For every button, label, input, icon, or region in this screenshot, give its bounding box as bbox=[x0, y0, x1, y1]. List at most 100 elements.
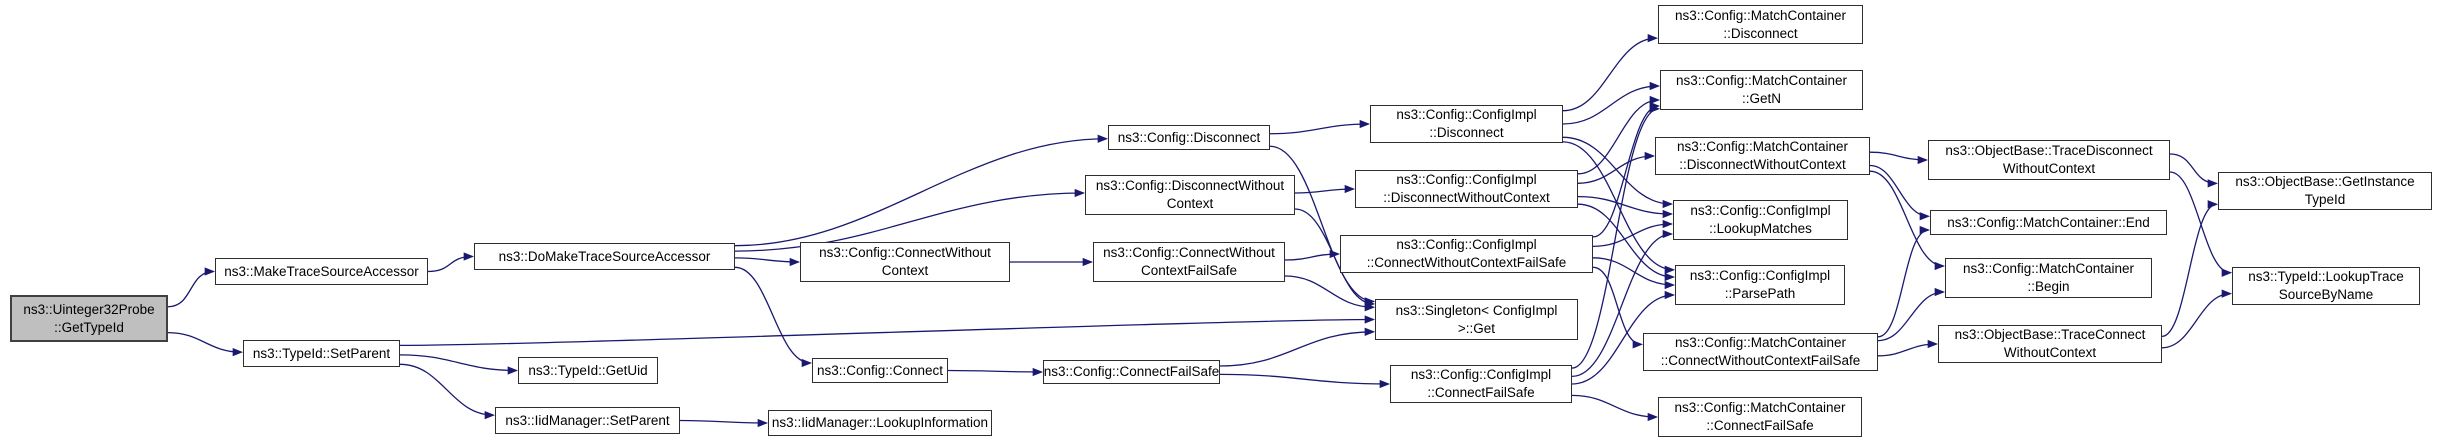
node-label: ns3::Config::ConfigImpl ::ConnectFailSaf… bbox=[1410, 367, 1552, 400]
node-label: ns3::Config::ConfigImpl ::DisconnectWith… bbox=[1383, 172, 1550, 205]
edge-configimpl-connectfailsafe-to-configimpl-lookupmatches bbox=[1571, 229, 1674, 378]
node-label: ns3::Config::MatchContainer ::GetN bbox=[1675, 73, 1848, 106]
edge-matchcontainer-disconnectwithoutcontext-to-matchcontainer-begin bbox=[1869, 170, 1946, 271]
node-matchcontainer-end[interactable]: ns3::Config::MatchContainer::End bbox=[1930, 210, 2167, 235]
node-config-connectfailsafe[interactable]: ns3::Config::ConnectFailSafe bbox=[1043, 360, 1220, 384]
edge-typeid-setparent-to-iidmanager-setparent bbox=[399, 363, 496, 420]
node-matchcontainer-disconnectwithoutcontext[interactable]: ns3::Config::MatchContainer ::Disconnect… bbox=[1655, 137, 1870, 175]
node-label: ns3::Config::ConnectWithout Context bbox=[819, 245, 991, 278]
node-label: ns3::Config::DisconnectWithout Context bbox=[1095, 178, 1285, 211]
edge-configimpl-connectwithoutcontextfailsafe-to-matchcontainer-getn bbox=[1592, 101, 1661, 238]
node-label: ns3::TypeId::SetParent bbox=[252, 345, 391, 361]
node-label: ns3::IidManager::SetParent bbox=[505, 412, 670, 428]
edge-config-connectfailsafe-to-configimpl-connectfailsafe bbox=[1219, 373, 1391, 389]
node-label: ns3::Config::MatchContainer::End bbox=[1947, 214, 2150, 230]
edge-iidmanager-setparent-to-iidmanager-lookupinformation bbox=[679, 418, 769, 428]
node-typeid-setparent[interactable]: ns3::TypeId::SetParent bbox=[243, 340, 400, 367]
edge-configimpl-connectwithoutcontextfailsafe-to-matchcontainer-connectwithoutcontextfailsafe bbox=[1592, 266, 1644, 349]
edge-configimpl-disconnectwithoutcontext-to-configimpl-parsepath bbox=[1577, 203, 1676, 282]
edge-domaketracesourceaccessor-to-config-disconnect bbox=[734, 134, 1109, 247]
node-matchcontainer-disconnect[interactable]: ns3::Config::MatchContainer ::Disconnect bbox=[1658, 5, 1863, 44]
node-domaketracesourceaccessor[interactable]: ns3::DoMakeTraceSourceAccessor bbox=[474, 243, 735, 270]
node-objectbase-traceconnectwithoutcontext[interactable]: ns3::ObjectBase::TraceConnect WithoutCon… bbox=[1938, 325, 2162, 363]
node-label: ns3::Config::ConnectWithout ContextFailS… bbox=[1103, 245, 1275, 278]
node-config-connectwithoutcontext[interactable]: ns3::Config::ConnectWithout Context bbox=[800, 242, 1010, 282]
node-label: ns3::ObjectBase::TraceDisconnect Without… bbox=[1945, 143, 2153, 176]
edge-configimpl-connectfailsafe-to-matchcontainer-connectfailsafe bbox=[1571, 394, 1659, 422]
node-maketracesourceaccessor[interactable]: ns3::MakeTraceSourceAccessor bbox=[215, 258, 428, 285]
edge-matchcontainer-connectwithoutcontextfailsafe-to-matchcontainer-end bbox=[1877, 225, 1931, 338]
node-label: ns3::Config::ConfigImpl ::LookupMatches bbox=[1690, 203, 1831, 236]
edge-domaketracesourceaccessor-to-config-disconnectwithoutcontext bbox=[734, 188, 1086, 252]
edge-config-disconnect-to-configimpl-disconnect bbox=[1269, 119, 1371, 135]
node-label: ns3::ObjectBase::TraceConnect WithoutCon… bbox=[1954, 327, 2146, 360]
node-config-connect[interactable]: ns3::Config::Connect bbox=[812, 358, 948, 383]
edge-config-connectfailsafe-to-singleton-get bbox=[1219, 327, 1376, 367]
node-label: ns3::Config::Connect bbox=[816, 362, 944, 378]
node-configimpl-parsepath[interactable]: ns3::Config::ConfigImpl ::ParsePath bbox=[1675, 265, 1845, 305]
node-label: ns3::Config::MatchContainer ::Disconnect… bbox=[1676, 139, 1849, 172]
edge-maketracesourceaccessor-to-domaketracesourceaccessor bbox=[427, 252, 475, 273]
node-matchcontainer-connectfailsafe[interactable]: ns3::Config::MatchContainer ::ConnectFai… bbox=[1658, 397, 1862, 437]
edge-configimpl-connectwithoutcontextfailsafe-to-configimpl-parsepath bbox=[1592, 257, 1676, 290]
edge-matchcontainer-disconnectwithoutcontext-to-matchcontainer-end bbox=[1869, 164, 1931, 221]
node-label: ns3::ObjectBase::GetInstance TypeId bbox=[2235, 174, 2415, 207]
edge-domaketracesourceaccessor-to-config-connectwithoutcontext bbox=[734, 257, 801, 267]
node-configimpl-connectwithoutcontextfailsafe[interactable]: ns3::Config::ConfigImpl ::ConnectWithout… bbox=[1340, 235, 1593, 273]
node-label: ns3::Uinteger32Probe ::GetTypeId bbox=[23, 301, 155, 335]
node-label: ns3::TypeId::LookupTrace SourceByName bbox=[2248, 269, 2404, 302]
node-label: ns3::Config::MatchContainer ::Disconnect bbox=[1674, 7, 1847, 41]
edge-typeid-setparent-to-singleton-get bbox=[399, 315, 1376, 347]
node-label: ns3::Config::ConnectFailSafe bbox=[1043, 364, 1220, 380]
node-matchcontainer-connectwithoutcontextfailsafe[interactable]: ns3::Config::MatchContainer ::ConnectWit… bbox=[1643, 333, 1878, 371]
edge-typeid-setparent-to-typeid-getuid bbox=[399, 354, 519, 375]
node-config-disconnectwithoutcontext[interactable]: ns3::Config::DisconnectWithout Context bbox=[1085, 175, 1295, 215]
edge-matchcontainer-connectwithoutcontextfailsafe-to-objectbase-traceconnectwithoutcontext bbox=[1877, 339, 1939, 357]
node-singleton-get[interactable]: ns3::Singleton< ConfigImpl >::Get bbox=[1375, 299, 1578, 340]
edge-config-disconnectwithoutcontext-to-configimpl-disconnectwithoutcontext bbox=[1294, 184, 1356, 194]
node-label: ns3::Singleton< ConfigImpl >::Get bbox=[1395, 302, 1558, 336]
edge-configimpl-disconnect-to-matchcontainer-disconnect bbox=[1562, 34, 1659, 112]
node-objectbase-getinstancetypeid[interactable]: ns3::ObjectBase::GetInstance TypeId bbox=[2218, 172, 2432, 210]
edge-config-connectwithoutcontextfailsafe-to-singleton-get bbox=[1284, 275, 1376, 312]
edge-configimpl-connectfailsafe-to-matchcontainer-getn bbox=[1571, 104, 1661, 369]
node-label: ns3::Config::MatchContainer ::ConnectFai… bbox=[1674, 400, 1846, 433]
node-label: ns3::Config::ConfigImpl ::ParsePath bbox=[1689, 268, 1831, 301]
node-objectbase-tracedisconnectwithoutcontext[interactable]: ns3::ObjectBase::TraceDisconnect Without… bbox=[1928, 140, 2170, 180]
node-configimpl-disconnect[interactable]: ns3::Config::ConfigImpl ::Disconnect bbox=[1370, 105, 1563, 143]
edge-objectbase-tracedisconnectwithoutcontext-to-objectbase-getinstancetypeid bbox=[2169, 153, 2219, 188]
node-label: ns3::Config::MatchContainer ::ConnectWit… bbox=[1660, 335, 1861, 368]
edge-configimpl-disconnectwithoutcontext-to-matchcontainer-disconnectwithoutcontext bbox=[1577, 151, 1656, 184]
edge-configimpl-disconnect-to-matchcontainer-getn bbox=[1562, 81, 1661, 125]
node-configimpl-lookupmatches[interactable]: ns3::Config::ConfigImpl ::LookupMatches bbox=[1673, 200, 1848, 240]
node-label: ns3::Config::ConfigImpl ::Disconnect bbox=[1396, 107, 1537, 140]
node-label: ns3::DoMakeTraceSourceAccessor bbox=[498, 248, 711, 264]
node-iidmanager-setparent[interactable]: ns3::IidManager::SetParent bbox=[495, 407, 680, 434]
node-label: ns3::Config::ConfigImpl ::ConnectWithout… bbox=[1366, 237, 1567, 270]
node-label: ns3::MakeTraceSourceAccessor bbox=[224, 263, 419, 279]
node-label: ns3::TypeId::GetUid bbox=[528, 362, 648, 378]
node-config-disconnect[interactable]: ns3::Config::Disconnect bbox=[1108, 125, 1270, 150]
node-typeid-lookuptracesourcebyname[interactable]: ns3::TypeId::LookupTrace SourceByName bbox=[2232, 267, 2420, 305]
edge-configimpl-disconnectwithoutcontext-to-matchcontainer-getn bbox=[1577, 95, 1661, 175]
node-label: ns3::Config::Disconnect bbox=[1117, 129, 1261, 145]
node-iidmanager-lookupinformation[interactable]: ns3::IidManager::LookupInformation bbox=[768, 410, 992, 436]
node-matchcontainer-begin[interactable]: ns3::Config::MatchContainer ::Begin bbox=[1945, 258, 2152, 298]
edge-matchcontainer-connectwithoutcontextfailsafe-to-matchcontainer-begin bbox=[1877, 287, 1946, 342]
edge-objectbase-traceconnectwithoutcontext-to-typeid-lookuptracesourcebyname bbox=[2161, 289, 2233, 349]
edge-configimpl-connectwithoutcontextfailsafe-to-configimpl-lookupmatches bbox=[1592, 219, 1674, 248]
node-typeid-getuid[interactable]: ns3::TypeId::GetUid bbox=[518, 357, 658, 384]
node-configimpl-disconnectwithoutcontext[interactable]: ns3::Config::ConfigImpl ::DisconnectWith… bbox=[1355, 170, 1578, 208]
node-config-connectwithoutcontextfailsafe[interactable]: ns3::Config::ConnectWithout ContextFailS… bbox=[1093, 242, 1285, 282]
edge-matchcontainer-disconnectwithoutcontext-to-objectbase-tracedisconnectwithoutcontext bbox=[1869, 151, 1929, 165]
edge-objectbase-traceconnectwithoutcontext-to-objectbase-getinstancetypeid bbox=[2161, 200, 2219, 338]
node-configimpl-connectfailsafe[interactable]: ns3::Config::ConfigImpl ::ConnectFailSaf… bbox=[1390, 365, 1572, 403]
node-matchcontainer-getn[interactable]: ns3::Config::MatchContainer ::GetN bbox=[1660, 70, 1863, 110]
edge-config-connectwithoutcontextfailsafe-to-configimpl-connectwithoutcontextfailsafe bbox=[1284, 249, 1341, 261]
edge-configimpl-disconnect-to-configimpl-lookupmatches bbox=[1562, 136, 1674, 209]
node-gettypeid: ns3::Uinteger32Probe ::GetTypeId bbox=[10, 295, 168, 342]
node-label: ns3::IidManager::LookupInformation bbox=[771, 415, 989, 431]
edge-gettypeid-to-maketracesourceaccessor bbox=[167, 267, 216, 308]
